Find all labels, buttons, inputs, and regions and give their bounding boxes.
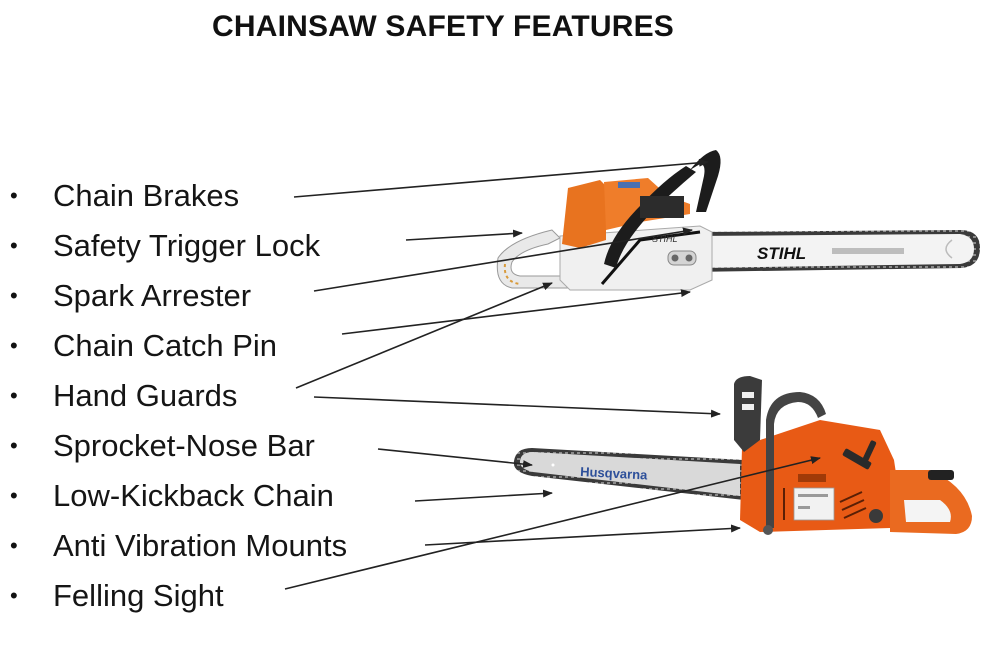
arrow-hand-guards-bottom xyxy=(313,396,721,418)
feature-label: Chain Catch Pin xyxy=(53,328,278,363)
stihl-chainsaw-illustration: STIHL STIHL xyxy=(496,150,980,291)
arrow-chain-catch-pin xyxy=(341,289,691,335)
arrow-felling-sight xyxy=(284,456,821,590)
feature-label: Anti Vibration Mounts xyxy=(53,528,348,563)
bullet-icon: • xyxy=(10,333,18,358)
feature-label: Hand Guards xyxy=(53,378,238,413)
page-title: CHAINSAW SAFETY FEATURES xyxy=(211,10,675,43)
arrow-spark-arrester xyxy=(313,227,693,292)
feature-label: Low-Kickback Chain xyxy=(53,478,334,513)
svg-text:STIHL: STIHL xyxy=(652,234,678,244)
arrow-chain-brakes xyxy=(293,158,709,198)
bullet-icon: • xyxy=(10,583,18,608)
bullet-icon: • xyxy=(10,483,18,508)
bullet-icon: • xyxy=(10,383,18,408)
bullet-icon: • xyxy=(10,433,18,458)
feature-label: Chain Brakes xyxy=(53,178,240,213)
bullet-icon: • xyxy=(10,183,18,208)
arrow-hand-guards-top xyxy=(295,282,553,389)
husqvarna-chainsaw-illustration: Husqvarna xyxy=(513,376,972,535)
arrow-sprocket-nose-bar xyxy=(377,448,533,469)
husqvarna-bar-logo: Husqvarna xyxy=(580,464,649,483)
bullet-icon: • xyxy=(10,283,18,308)
stihl-guide-bar: STIHL xyxy=(690,230,980,272)
feature-label: Safety Trigger Lock xyxy=(53,228,321,263)
stihl-bar-logo: STIHL xyxy=(757,244,806,263)
feature-label: Felling Sight xyxy=(53,578,224,613)
husqvarna-guide-bar: Husqvarna xyxy=(513,448,744,500)
bullet-icon: • xyxy=(10,533,18,558)
arrow-safety-trigger-lock xyxy=(405,229,523,241)
bullet-icon: • xyxy=(10,233,18,258)
feature-label: Sprocket-Nose Bar xyxy=(53,428,315,463)
leader-arrows xyxy=(284,158,821,590)
arrow-low-kickback-chain xyxy=(414,489,553,502)
feature-label: Spark Arrester xyxy=(53,278,252,313)
